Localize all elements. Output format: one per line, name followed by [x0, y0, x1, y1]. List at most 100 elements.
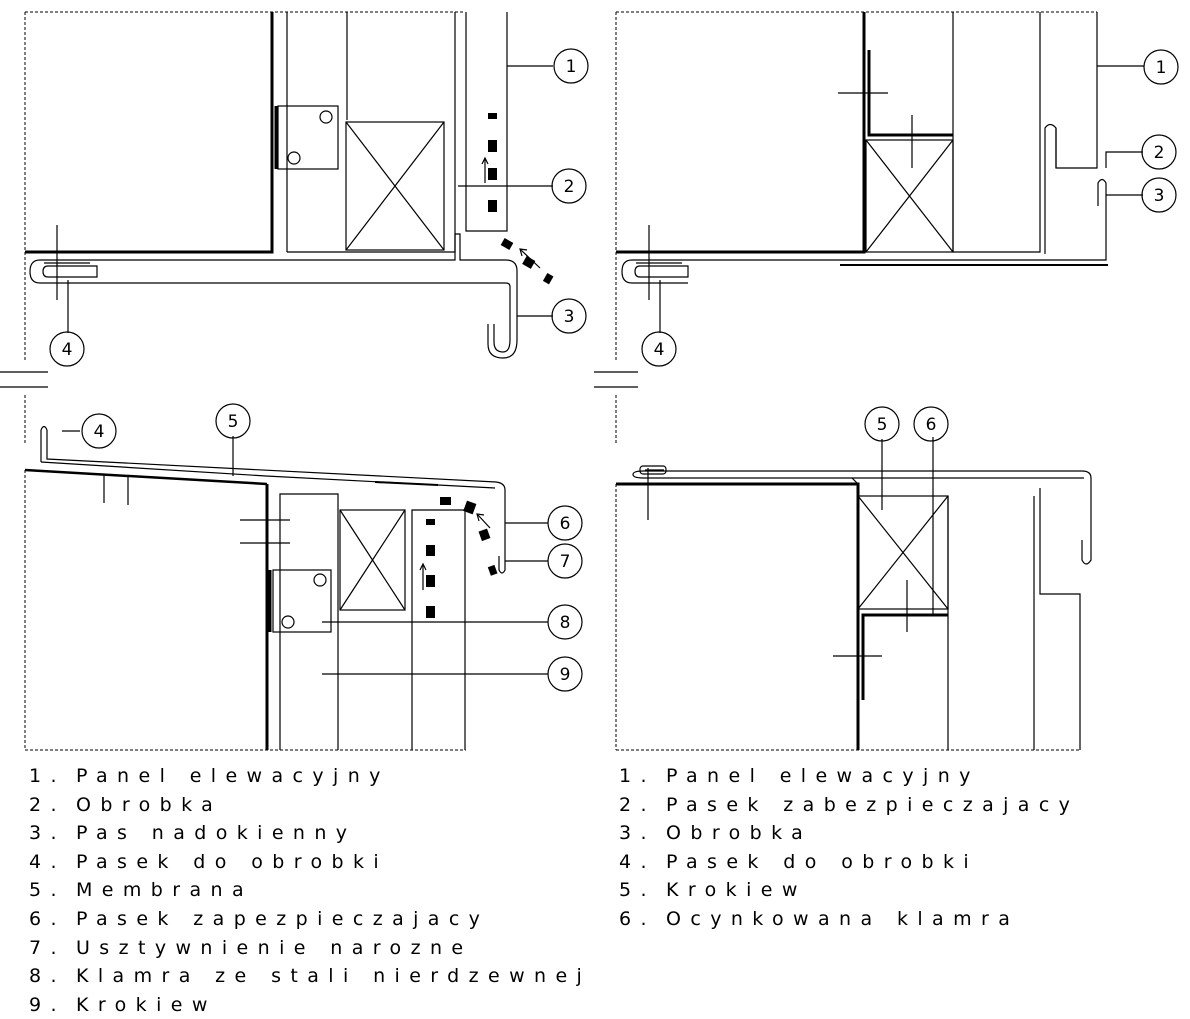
- legend-item: 8. Klamra ze stali nierdzewnej: [29, 962, 591, 991]
- legend-item: 6. Pasek zapezpieczajacy: [29, 905, 591, 934]
- legend-item-number: 9.: [29, 993, 66, 1016]
- callout-5: 5: [215, 403, 251, 439]
- legend-item-number: 1.: [619, 765, 656, 787]
- rafter-block: [345, 121, 445, 251]
- legend-item-label: Pasek zabezpieczajacy: [666, 793, 1080, 816]
- wall-panel: [616, 12, 1041, 254]
- ventilation-arrows: [426, 497, 498, 618]
- callout-6: 6: [547, 505, 583, 541]
- callout-6: 6: [913, 406, 949, 442]
- detail-frame: [615, 11, 1097, 445]
- stainless-clamp: [268, 569, 332, 633]
- detail-frame: [24, 470, 466, 751]
- callout-9-label: 9: [560, 665, 571, 685]
- legend-item-label: Klamra ze stali nierdzewnej: [76, 965, 592, 988]
- legend-item-label: Krokiew: [666, 879, 807, 902]
- callout-4: 4: [49, 331, 85, 367]
- callout-6-label: 6: [560, 514, 571, 534]
- legend-item-number: 6.: [29, 907, 66, 930]
- legend-item-number: 2.: [29, 793, 66, 816]
- callout-2-label: 2: [1154, 143, 1165, 163]
- leader-lines: [62, 430, 548, 675]
- callout-3: 3: [1141, 177, 1177, 213]
- legend-item-number: 5.: [29, 879, 66, 902]
- legend-item: 7. Usztywnienie narozne: [29, 934, 591, 963]
- technical-drawing: 1 2 3 4: [0, 11, 1179, 751]
- legend-item: 9. Krokiew: [29, 991, 591, 1019]
- arrow-marks: [481, 156, 541, 269]
- legend-item-number: 3.: [619, 822, 656, 845]
- legend-item-number: 7.: [29, 936, 66, 959]
- callout-1-label: 1: [566, 57, 577, 77]
- detail-frame: [615, 484, 1080, 751]
- callout-4: 4: [81, 413, 117, 449]
- legend-item-number: 3.: [29, 822, 66, 845]
- legend-item: 1. Panel elewacyjny: [29, 762, 591, 791]
- callout-5-label: 5: [228, 412, 239, 432]
- legend-item-number: 8.: [29, 965, 66, 988]
- legend-item: 2. Obrobka: [29, 791, 591, 820]
- roof-slope: [24, 468, 268, 505]
- callout-3: 3: [551, 298, 587, 334]
- facade-panel: [1055, 12, 1098, 169]
- callout-2: 2: [551, 168, 587, 204]
- legend-item-number: 4.: [619, 850, 656, 873]
- legend-right: 1. Panel elewacyjny 2. Pasek zabezpieczajac…: [619, 762, 1079, 934]
- detail-frame: [24, 11, 465, 445]
- legend-item-label: Pasek do obrobki: [76, 850, 389, 873]
- legend-item-label: Krokiew: [76, 993, 217, 1016]
- legend-item-label: Pasek zapezpieczajacy: [76, 907, 490, 930]
- ventilation-arrows: [488, 113, 554, 285]
- flashing: [632, 465, 1092, 565]
- legend-item-number: 2.: [619, 793, 656, 816]
- legend-item: 3. Pas nadokienny: [29, 819, 591, 848]
- callout-2-label: 2: [564, 177, 575, 197]
- membrane: [40, 425, 506, 574]
- callout-4: 4: [641, 331, 677, 367]
- legend-item-label: Ocynkowana klamra: [666, 907, 1020, 930]
- callout-3-label: 3: [564, 307, 575, 327]
- callout-5-label: 5: [877, 415, 888, 435]
- legend-item-number: 6.: [619, 907, 656, 930]
- legend-item: 3. Obrobka: [619, 819, 1079, 848]
- legend-item: 6. Ocynkowana klamra: [619, 905, 1079, 934]
- legend-item: 2. Pasek zabezpieczajacy: [619, 791, 1079, 820]
- detail-top-left: 1 2 3 4: [0, 11, 589, 445]
- break-mark: [0, 371, 48, 388]
- wall-panel: [25, 12, 456, 254]
- security-strip: [1044, 123, 1057, 254]
- stainless-clamp: [274, 105, 339, 170]
- legend-item-label: Usztywnienie narozne: [76, 936, 473, 959]
- callout-1-label: 1: [1156, 58, 1167, 78]
- legend-item-label: Pas nadokienny: [76, 822, 357, 845]
- legend-item-label: Panel elewacyjny: [666, 765, 980, 787]
- rafter-block: [865, 139, 954, 253]
- callout-4-label: 4: [654, 340, 665, 360]
- legend-item-label: Obrobka: [666, 822, 813, 845]
- callout-4-label: 4: [94, 422, 105, 442]
- callout-6-label: 6: [926, 415, 937, 435]
- callout-7-label: 7: [560, 552, 571, 572]
- legend-item: 4.Pasek do obrobki: [29, 848, 591, 877]
- break-mark: [594, 371, 638, 388]
- legend-item-number: 1.: [29, 765, 66, 787]
- facade-panel: [465, 12, 508, 232]
- legend-item-label: Membrana: [76, 879, 253, 902]
- legend-item: 5. Krokiew: [619, 876, 1079, 905]
- callout-1: 1: [1143, 49, 1179, 85]
- callout-2: 2: [1141, 134, 1177, 170]
- callout-8-label: 8: [560, 613, 571, 633]
- wall-panel: [932, 437, 1081, 750]
- legend-item-number: 5.: [619, 879, 656, 902]
- leader-lines: [67, 65, 553, 333]
- callout-1: 1: [553, 48, 589, 84]
- detail-bottom-left: 4 5 6 7 8 9: [24, 403, 583, 751]
- legend-item-label: Pasek do obrobki: [666, 850, 979, 873]
- callout-8: 8: [547, 604, 583, 640]
- arrow-marks: [419, 513, 491, 590]
- callout-7: 7: [547, 543, 583, 579]
- legend-left: 1. Panel elewacyjny 2. Obrobka 3. Pas nadokie…: [29, 762, 591, 1019]
- legend-item-label: Obrobka: [76, 793, 223, 816]
- legend-item: 1. Panel elewacyjny: [619, 762, 1079, 791]
- legend-item-label: Panel elewacyjny: [76, 765, 390, 787]
